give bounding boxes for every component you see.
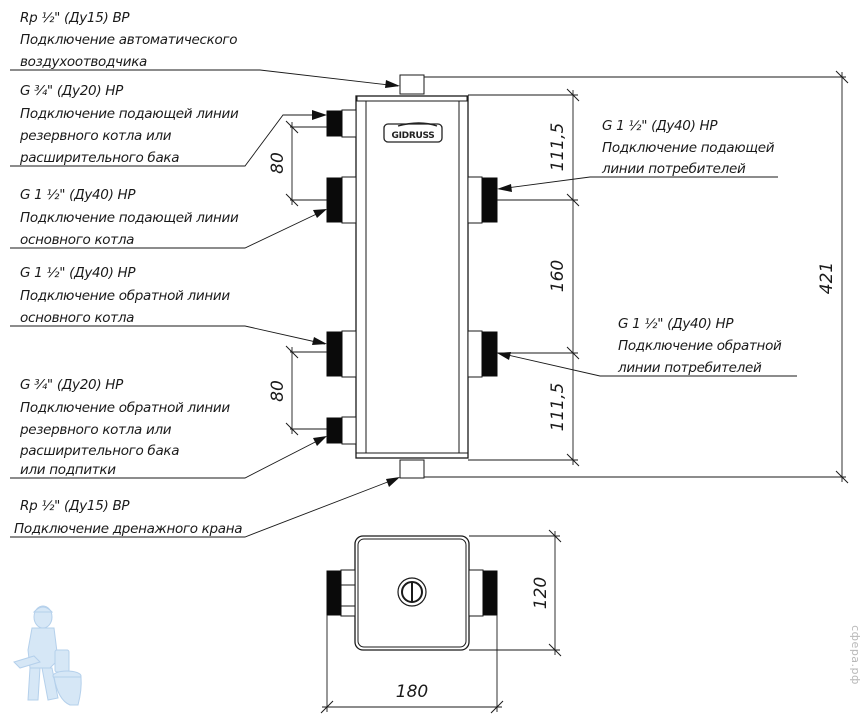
callout-reserve-supply: G ¾" (Ду20) НР Подключение подающей лини…	[19, 83, 239, 166]
callout-air-vent: Rp ½" (Ду15) ВР Подключение автоматическ…	[20, 10, 238, 70]
svg-text:G 1 ½" (Ду40) НР: G 1 ½" (Ду40) НР	[618, 316, 734, 332]
svg-text:Подключение подающей линии: Подключение подающей линии	[20, 106, 239, 122]
plan-view	[326, 535, 498, 651]
svg-text:Подключение дренажного крана: Подключение дренажного крана	[14, 521, 242, 537]
dimension-overall-height: 421	[424, 70, 849, 484]
plumber-mascot-logo	[13, 605, 82, 706]
dimension-chain-right: 111,5 160 111,5	[468, 88, 580, 467]
svg-text:G 1 ½" (Ду40) НР: G 1 ½" (Ду40) НР	[602, 118, 718, 134]
svg-text:Подключение обратной: Подключение обратной	[618, 338, 782, 354]
svg-text:GIDRUSS: GIDRUSS	[392, 131, 435, 141]
plug-icon	[397, 577, 427, 607]
port-reserve-supply	[326, 109, 357, 138]
svg-text:Подключение обратной линии: Подключение обратной линии	[20, 288, 230, 304]
brand-logo: GIDRUSS	[383, 122, 443, 143]
dimension-upper-left-80: 80	[268, 120, 327, 207]
svg-text:Rp ½" (Ду15) ВР: Rp ½" (Ду15) ВР	[20, 10, 130, 26]
svg-text:80: 80	[268, 152, 288, 174]
svg-text:резервного котла или: резервного котла или	[19, 128, 172, 144]
svg-text:основного котла: основного котла	[20, 310, 134, 326]
dimension-plan-depth: 120	[469, 529, 562, 657]
svg-text:111,5: 111,5	[548, 123, 568, 172]
svg-text:Подключение обратной линии: Подключение обратной линии	[20, 400, 230, 416]
svg-text:111,5: 111,5	[548, 383, 568, 432]
svg-text:Rp ½" (Ду15) ВР: Rp ½" (Ду15) ВР	[20, 498, 130, 514]
callout-consumer-return: G 1 ½" (Ду40) НР Подключение обратной ли…	[617, 316, 782, 376]
svg-text:линии потребителей: линии потребителей	[617, 360, 762, 376]
svg-text:расширительного бака: расширительного бака	[19, 150, 179, 166]
svg-text:G ¾" (Ду20) НР: G ¾" (Ду20) НР	[20, 83, 124, 99]
svg-text:или подпитки: или подпитки	[20, 462, 116, 478]
svg-text:Подключение автоматического: Подключение автоматического	[20, 32, 237, 48]
port-consumer-return	[467, 330, 498, 378]
svg-text:основного котла: основного котла	[20, 232, 134, 248]
svg-text:120: 120	[531, 577, 551, 609]
callout-consumer-supply: G 1 ½" (Ду40) НР Подключение подающей ли…	[601, 118, 775, 177]
port-reserve-return	[326, 416, 357, 445]
svg-text:180: 180	[396, 682, 428, 702]
dimension-plan-width: 180	[320, 615, 504, 714]
leader-lines	[10, 69, 797, 538]
port-main-supply	[326, 176, 357, 224]
port-main-return	[326, 330, 357, 378]
svg-text:Подключение подающей линии: Подключение подающей линии	[20, 210, 239, 226]
svg-text:G 1 ½" (Ду40) НР: G 1 ½" (Ду40) НР	[20, 265, 136, 281]
watermark-text: сфера.рф	[849, 625, 862, 685]
drain-nipple	[399, 459, 425, 479]
dimension-lower-left-80: 80	[268, 345, 327, 436]
port-consumer-supply	[467, 176, 498, 224]
svg-text:расширительного бака: расширительного бака	[19, 443, 179, 459]
callout-main-supply: G 1 ½" (Ду40) НР Подключение подающей ли…	[20, 187, 239, 248]
svg-text:воздухоотводчика: воздухоотводчика	[20, 54, 147, 70]
separator-body	[355, 95, 469, 459]
front-view: GIDRUSS	[326, 74, 498, 479]
svg-text:80: 80	[268, 380, 288, 402]
svg-text:421: 421	[817, 262, 837, 294]
callout-main-return: G 1 ½" (Ду40) НР Подключение обратной ли…	[20, 265, 231, 326]
svg-text:G ¾" (Ду20) НР: G ¾" (Ду20) НР	[20, 377, 124, 393]
callout-drain: Rp ½" (Ду15) ВР Подключение дренажного к…	[14, 498, 243, 537]
svg-text:резервного котла или: резервного котла или	[19, 422, 172, 438]
svg-text:Подключение подающей: Подключение подающей	[602, 140, 775, 156]
svg-text:G 1 ½" (Ду40) НР: G 1 ½" (Ду40) НР	[20, 187, 136, 203]
svg-text:160: 160	[548, 260, 568, 292]
callout-reserve-return: G ¾" (Ду20) НР Подключение обратной лини…	[19, 377, 231, 478]
air-vent-nipple	[399, 74, 425, 95]
svg-text:линии потребителей: линии потребителей	[601, 161, 746, 177]
